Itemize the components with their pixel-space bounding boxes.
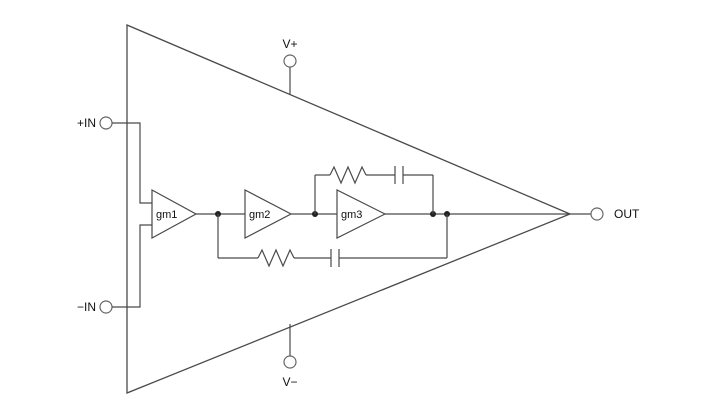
in-minus-group <box>99 224 152 314</box>
gm2-triangle <box>244 189 293 239</box>
feedback-bottom-group <box>217 214 448 268</box>
out-label: OUT <box>614 207 640 221</box>
vplus-terminal-group <box>283 54 297 94</box>
gm1-triangle <box>151 188 198 240</box>
resistor-top <box>329 165 367 185</box>
in-minus-label: −IN <box>77 300 96 314</box>
out-terminal <box>590 207 604 221</box>
opamp-body-triangle <box>126 24 572 394</box>
resistor-bottom <box>257 248 295 268</box>
vminus-label: V− <box>282 375 297 389</box>
in-plus-wire <box>112 122 152 204</box>
in-plus-terminal <box>99 116 113 130</box>
gm1-label: gm1 <box>156 209 177 221</box>
feedback-top-group <box>314 165 434 214</box>
vplus-terminal <box>283 54 297 68</box>
gm3-label: gm3 <box>341 209 362 221</box>
in-plus-label: +IN <box>77 116 96 130</box>
in-minus-wire <box>112 224 152 308</box>
in-minus-terminal <box>99 300 113 314</box>
gm3-triangle <box>336 189 387 239</box>
vminus-terminal <box>283 355 297 369</box>
gm2-label: gm2 <box>249 209 270 221</box>
in-plus-group <box>99 116 152 204</box>
vplus-label: V+ <box>282 37 297 51</box>
vminus-terminal-group <box>283 324 297 369</box>
